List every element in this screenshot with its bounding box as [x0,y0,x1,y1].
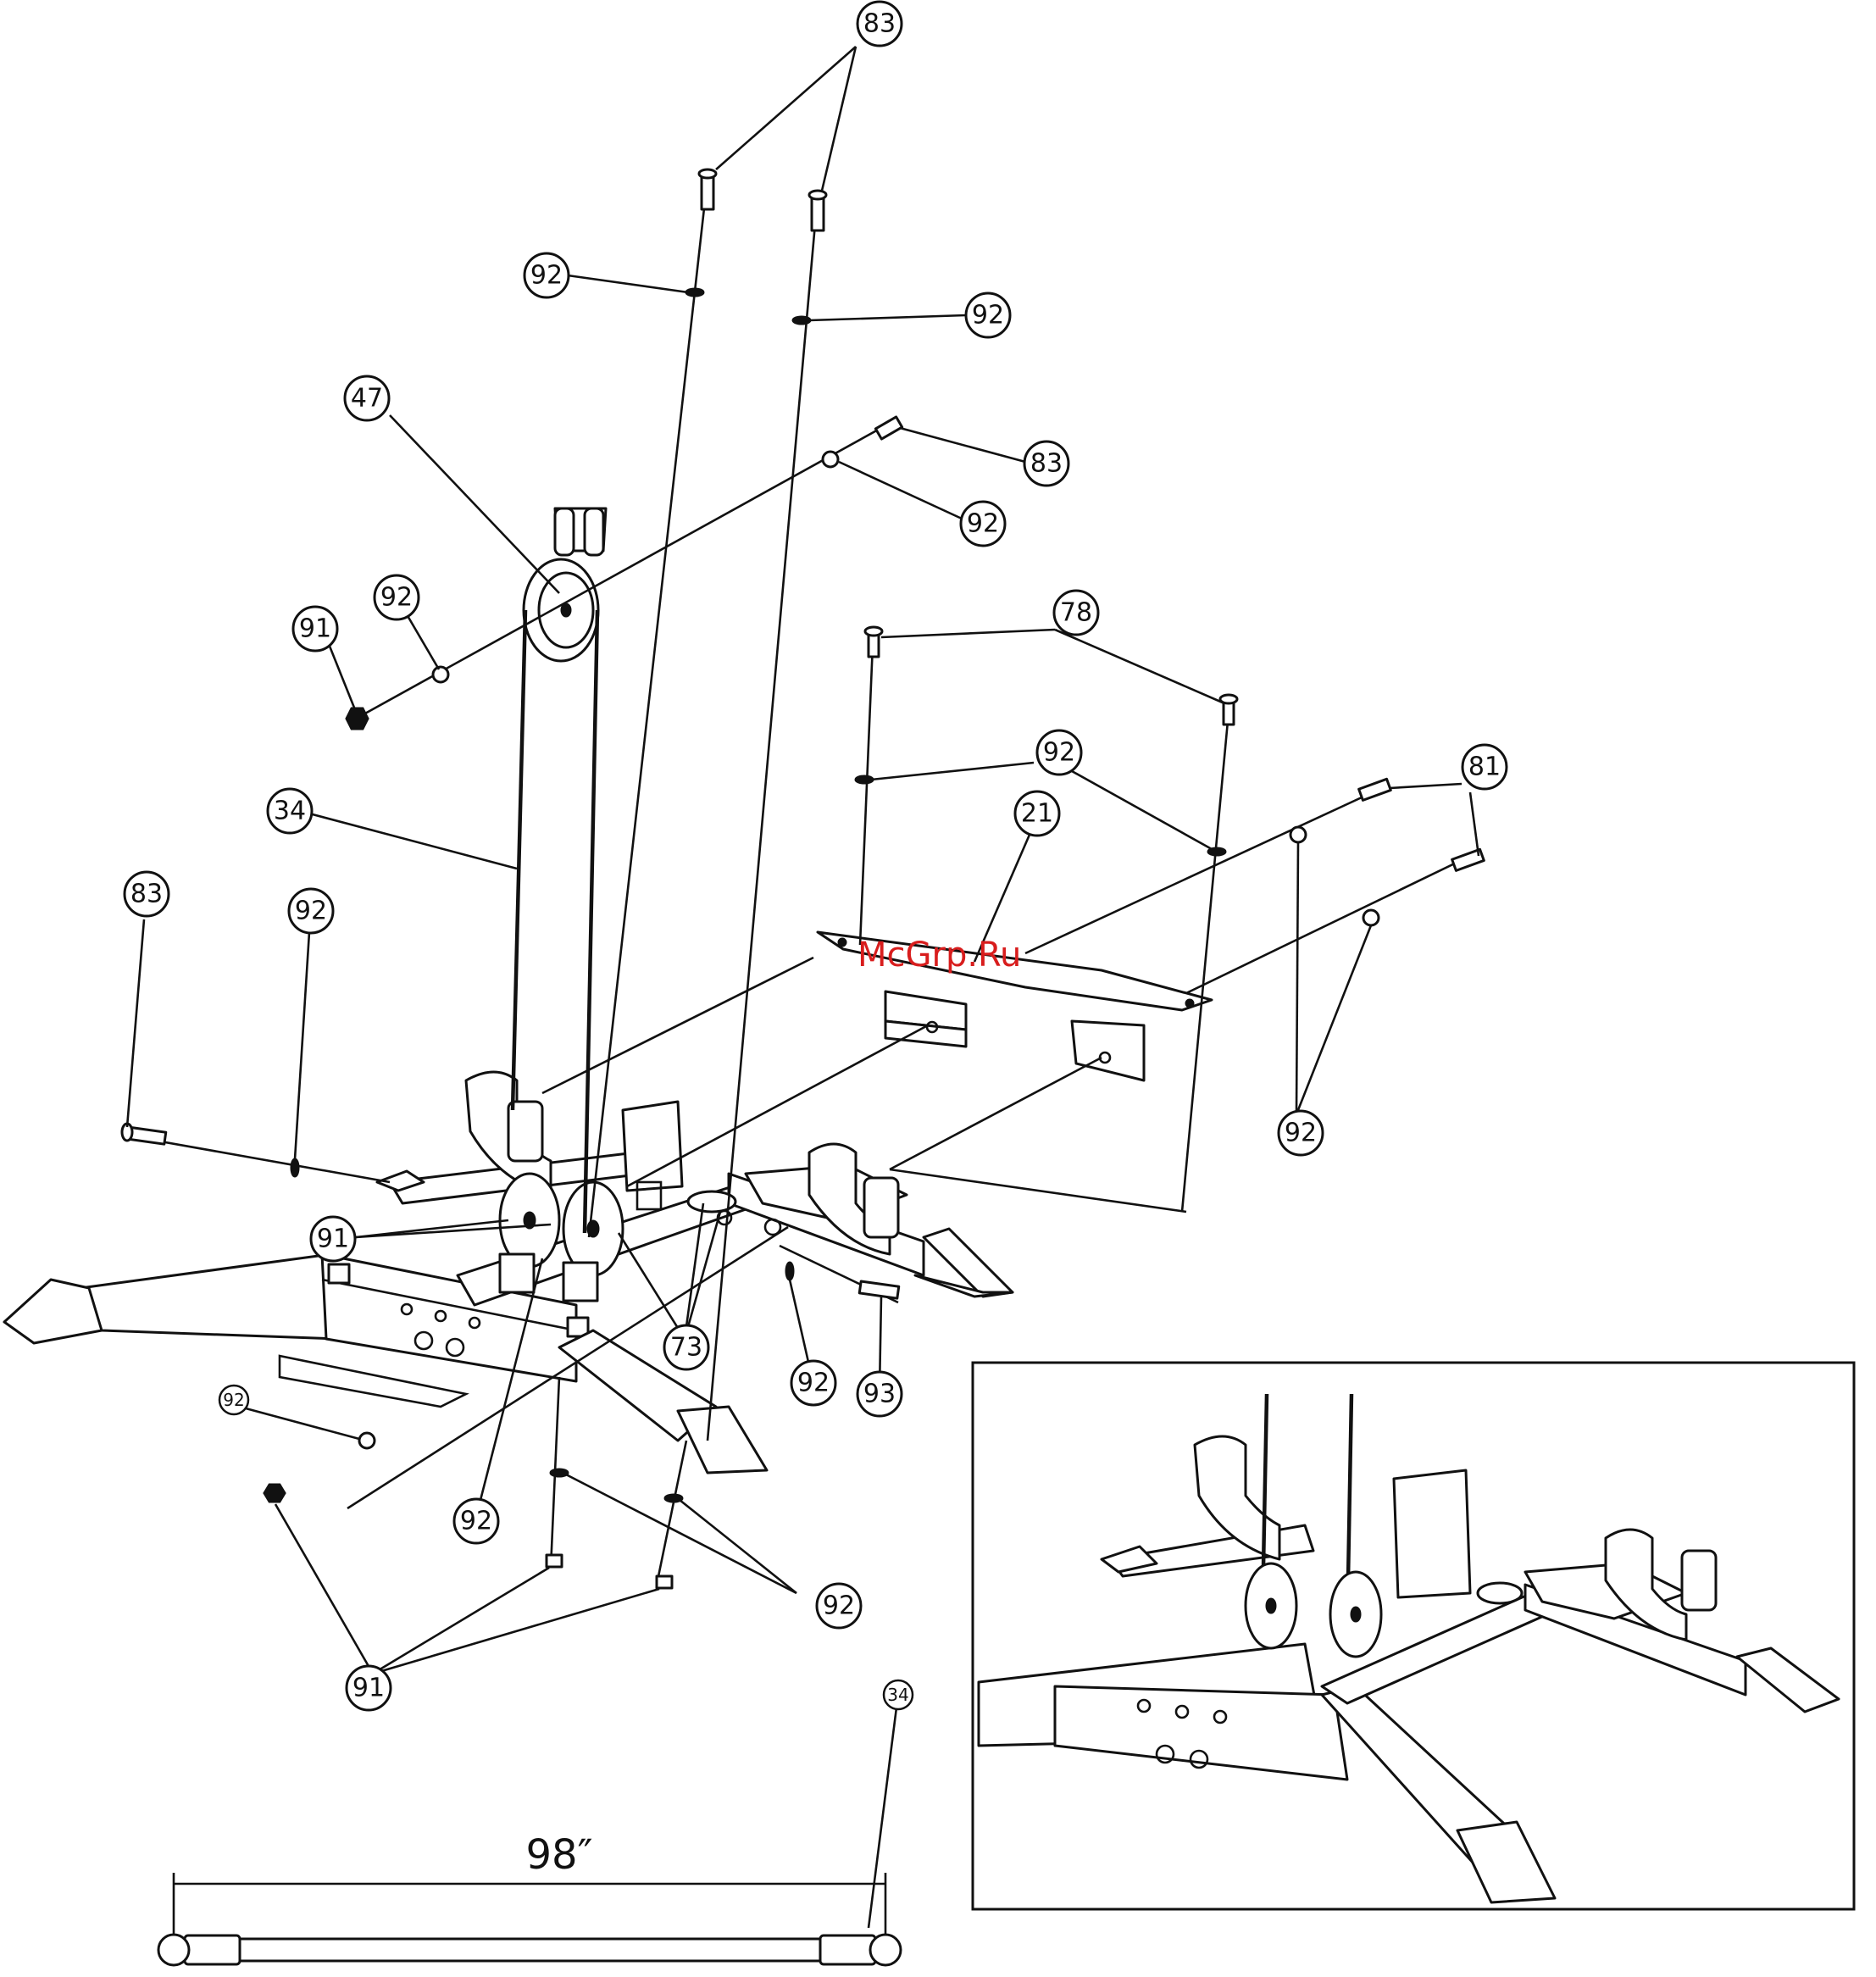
bolt-93 [859,1281,899,1298]
washer-92 [786,1263,793,1280]
callout-92: 92 [817,1584,861,1628]
svg-text:92: 92 [223,1390,244,1410]
post-34 [513,610,525,1110]
washer-92 [551,1469,568,1476]
seat-bracket-flange [1072,1021,1144,1080]
nut-91 [347,708,368,729]
svg-text:92: 92 [823,1591,855,1621]
svg-text:83: 83 [1030,449,1063,479]
washer-92 [433,667,448,682]
callout-92-small: 92 [219,1386,248,1414]
svg-text:92: 92 [460,1507,492,1536]
washer-92 [856,776,873,783]
svg-text:92: 92 [967,509,999,539]
washer-92 [1363,910,1379,925]
svg-text:92: 92 [1285,1119,1317,1148]
callout-92: 92 [791,1361,835,1405]
callout-78: 78 [1054,591,1098,635]
svg-text:34: 34 [274,797,306,826]
callout-92: 92 [961,502,1005,546]
front-foot-pad [678,1407,767,1473]
callout-92: 92 [289,889,333,933]
callout-91: 91 [311,1217,355,1261]
callout-92: 92 [966,293,1010,337]
inset-detail [973,1363,1854,1909]
svg-text:92: 92 [972,301,1004,330]
callout-47: 47 [345,376,389,420]
svg-text:91: 91 [317,1225,349,1254]
nut-91 [264,1485,285,1502]
callout-83: 83 [125,872,169,916]
svg-text:47: 47 [351,384,383,414]
callout-92: 92 [525,253,569,297]
svg-text:91: 91 [299,614,331,644]
callout-81: 81 [1463,745,1507,789]
left-leg [80,1254,339,1339]
svg-text:34: 34 [887,1685,908,1705]
nut-91 [657,1576,672,1588]
cable-length-label: 98″ [525,1831,592,1879]
svg-text:78: 78 [1060,598,1092,628]
svg-text:91: 91 [352,1674,385,1703]
bracket-left [329,1264,349,1283]
washer-92 [1290,827,1306,842]
inset-center-mast [1394,1470,1470,1597]
callout-34: 34 [268,789,312,833]
callout-91: 91 [347,1666,391,1710]
svg-text:92: 92 [1043,738,1075,768]
callout-83: 83 [1024,441,1068,486]
svg-text:83: 83 [863,9,896,39]
callout-92: 92 [454,1499,498,1543]
callout-92: 92 [1279,1111,1323,1155]
callout-93: 93 [858,1372,902,1416]
washer-92 [291,1159,298,1176]
bolt-81 [1359,779,1391,800]
callout-34-small: 34 [884,1680,913,1709]
callout-73: 73 [664,1325,708,1369]
washer-92 [823,452,838,467]
washer-92 [686,289,703,296]
callout-92: 92 [1037,730,1081,775]
right-leg [924,1229,1013,1297]
svg-text:81: 81 [1468,752,1501,782]
nut-91 [547,1555,562,1567]
center-mast [623,1102,682,1191]
callout-21: 21 [1015,791,1059,836]
callout-91: 91 [293,607,337,651]
washer-92 [359,1433,375,1448]
svg-text:83: 83 [130,880,163,909]
svg-text:92: 92 [797,1369,830,1398]
washer-92 [793,317,810,324]
callout-83-top: 83 [858,2,902,46]
svg-text:73: 73 [670,1333,702,1363]
svg-text:92: 92 [530,261,563,291]
svg-text:21: 21 [1021,799,1053,829]
svg-text:92: 92 [295,897,327,926]
svg-text:93: 93 [863,1380,896,1409]
left-foot-pad [4,1280,102,1343]
callout-92: 92 [375,575,419,619]
inset-frame [973,1363,1854,1909]
cable-34 [182,1939,877,1961]
bolt-83 [875,417,902,439]
pulley-bracket [500,1254,534,1292]
cable-length-diagram: 98″ [158,1831,901,1966]
watermark: McGrp.Ru [858,936,1021,975]
svg-text:92: 92 [380,583,413,613]
